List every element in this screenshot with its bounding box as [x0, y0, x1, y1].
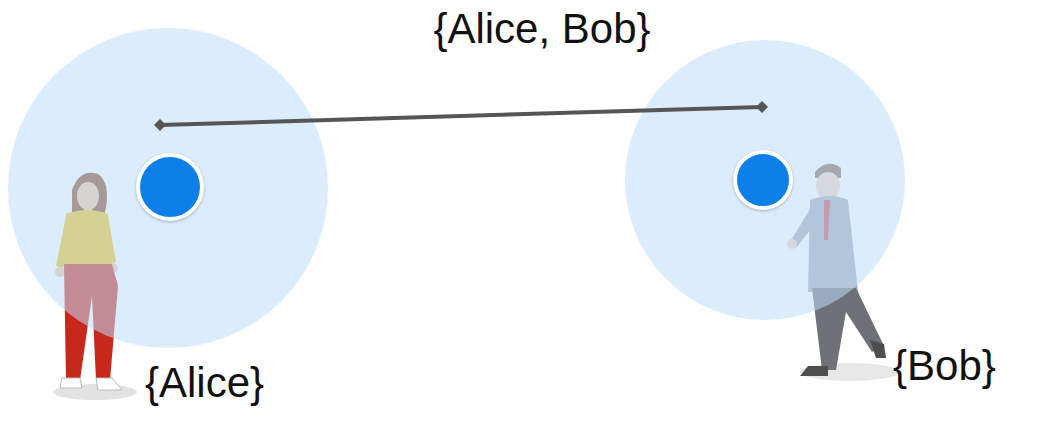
party-set-label: {Alice} — [145, 360, 264, 406]
location-dot — [733, 150, 793, 210]
party-circle: {Alice} — [8, 28, 328, 348]
party-circle: {Bob} — [625, 40, 905, 320]
party-set-label: {Bob} — [893, 343, 996, 389]
end-marker — [756, 101, 768, 113]
shared-link — [154, 101, 768, 131]
edge-label: {Alice, Bob} — [433, 6, 650, 52]
location-dot — [136, 153, 204, 221]
link-line — [160, 107, 762, 125]
end-marker — [154, 119, 166, 131]
